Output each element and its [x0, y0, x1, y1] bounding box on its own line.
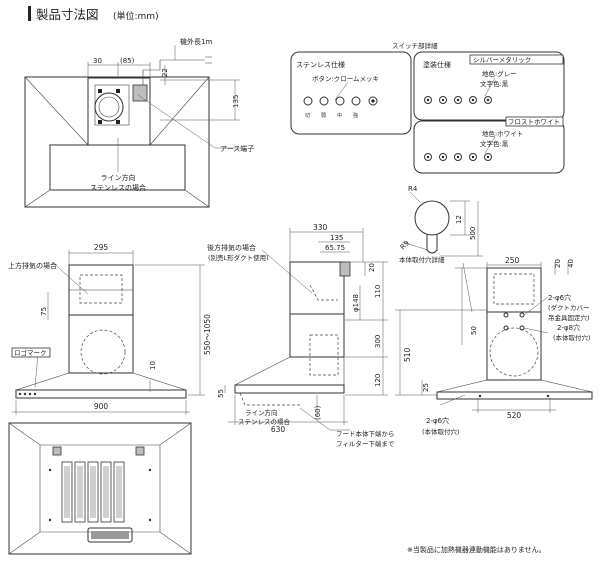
side-view — [224, 228, 388, 431]
silver-metallic-label: シルバーメタリック — [473, 55, 531, 64]
radius-r9: R9 — [399, 239, 411, 251]
radius-r4: R4 — [408, 185, 418, 193]
dim-22: 22 — [161, 68, 169, 77]
filter-bottom-label: フィルター下端まで — [336, 439, 395, 448]
earth-terminal-label: アース端子 — [220, 144, 254, 153]
dim-300: 300 — [374, 335, 382, 348]
button-label-high: 強 — [353, 112, 358, 119]
phi6-hole-label-a: 2-φ6穴 — [548, 293, 571, 302]
frost-white-label: フロストホワイト — [508, 118, 560, 126]
dim-135-top: 135 — [232, 95, 240, 108]
bottom-view — [8, 422, 192, 555]
back-view — [395, 262, 593, 413]
unit-label: (単位:mm) — [113, 10, 159, 22]
dim-60: (60) — [314, 405, 322, 420]
white-base-color-label: 地色:ホワイト — [482, 129, 523, 138]
button-label-off: 切 — [305, 112, 310, 119]
dim-75: 75 — [40, 307, 48, 316]
dim-20-side: 20 — [368, 263, 376, 272]
button-label-low: 弱 — [321, 113, 326, 119]
line-direction-label: ライン方向 — [101, 173, 136, 182]
dim-phi148: φ148 — [352, 294, 360, 312]
black-text-color-label-2: 文字色:黒 — [480, 139, 509, 148]
dim-500: 500 — [469, 227, 477, 240]
top-view — [24, 45, 245, 208]
dim-295: 295 — [94, 243, 109, 252]
gray-base-color-label: 地色:グレー — [482, 69, 517, 78]
title-bar-mark — [28, 6, 31, 21]
cable-length-label: 機外長1m — [180, 37, 212, 46]
chrome-button-label: ボタン:クロームメッキ — [312, 74, 379, 83]
dim-40: 40 — [567, 259, 575, 268]
dim-250: 250 — [505, 256, 520, 265]
dim-50: 50 — [470, 326, 478, 335]
phi6-hole-label-b: 2-φ6穴 — [426, 416, 449, 425]
dim-10: 10 — [149, 361, 157, 370]
body-hole-label-2: (本体取付穴) — [422, 427, 460, 436]
dim-55: 55 — [217, 389, 225, 398]
duct-cover-label-1: (ダクトカバー — [548, 303, 590, 312]
dim-20-back: 20 — [554, 259, 562, 268]
dim-135-side: 135 — [330, 234, 343, 242]
dim-900: 900 — [94, 402, 109, 411]
sold-separately-duct-label: (別売L形ダクト使用) — [208, 253, 269, 262]
dim-65-75: 65.75 — [325, 244, 345, 252]
dim-110: 110 — [374, 285, 382, 298]
side-line-direction-label: ライン方向 — [245, 408, 278, 417]
hood-bottom-label: フード本体下端から — [336, 429, 395, 438]
operation-panel-bottom — [87, 527, 133, 543]
stainless-case-label: ステンレスの場合 — [90, 183, 146, 192]
terminal-box — [132, 84, 148, 102]
dim-30: 30 — [93, 57, 102, 65]
dim-630: 630 — [271, 425, 286, 434]
rear-exhaust-label: 後方排気の場合 — [207, 243, 256, 252]
switch-panel-detail — [290, 51, 565, 174]
painted-spec-label: 塗装仕様 — [423, 60, 451, 69]
dim-520: 520 — [507, 411, 522, 420]
logo-mark-label: ロゴマーク — [14, 348, 47, 357]
logo-mark-box — [11, 347, 51, 358]
stainless-spec-label: ステンレス仕様 — [296, 60, 345, 69]
switch-detail-title: スイッチ部詳細 — [392, 41, 438, 50]
dim-25: 25 — [422, 383, 430, 392]
dim-85: (85) — [120, 57, 135, 65]
dim-330: 330 — [313, 223, 328, 232]
dim-12: 12 — [455, 215, 463, 224]
duct-cover-top — [87, 77, 151, 146]
grease-filter — [61, 461, 125, 523]
body-hole-label-1: (本体取付穴) — [553, 333, 591, 342]
black-text-color-label-1: 文字色:黒 — [480, 79, 509, 88]
button-label-mid: 中 — [337, 112, 342, 119]
page-title: 製品寸法図 — [36, 7, 99, 22]
footnote: ※当製品に加熱機器連動機能はありません。 — [407, 545, 546, 554]
duct-cover-label-2: 吊金具固定穴) — [548, 313, 590, 322]
dim-510: 510 — [403, 347, 412, 362]
front-view — [12, 250, 205, 415]
dim-550-1050: 550〜1050 — [203, 314, 212, 355]
top-exhaust-label: 上方排気の場合 — [8, 261, 57, 270]
dim-120: 120 — [374, 374, 382, 387]
side-stainless-case-label: ステンレスの場合 — [238, 417, 291, 426]
mounting-hole-detail — [401, 191, 483, 257]
mount-hole-detail-title: 本体取付穴詳細 — [399, 255, 445, 264]
phi8-hole-label: 2-φ8穴 — [557, 323, 580, 332]
